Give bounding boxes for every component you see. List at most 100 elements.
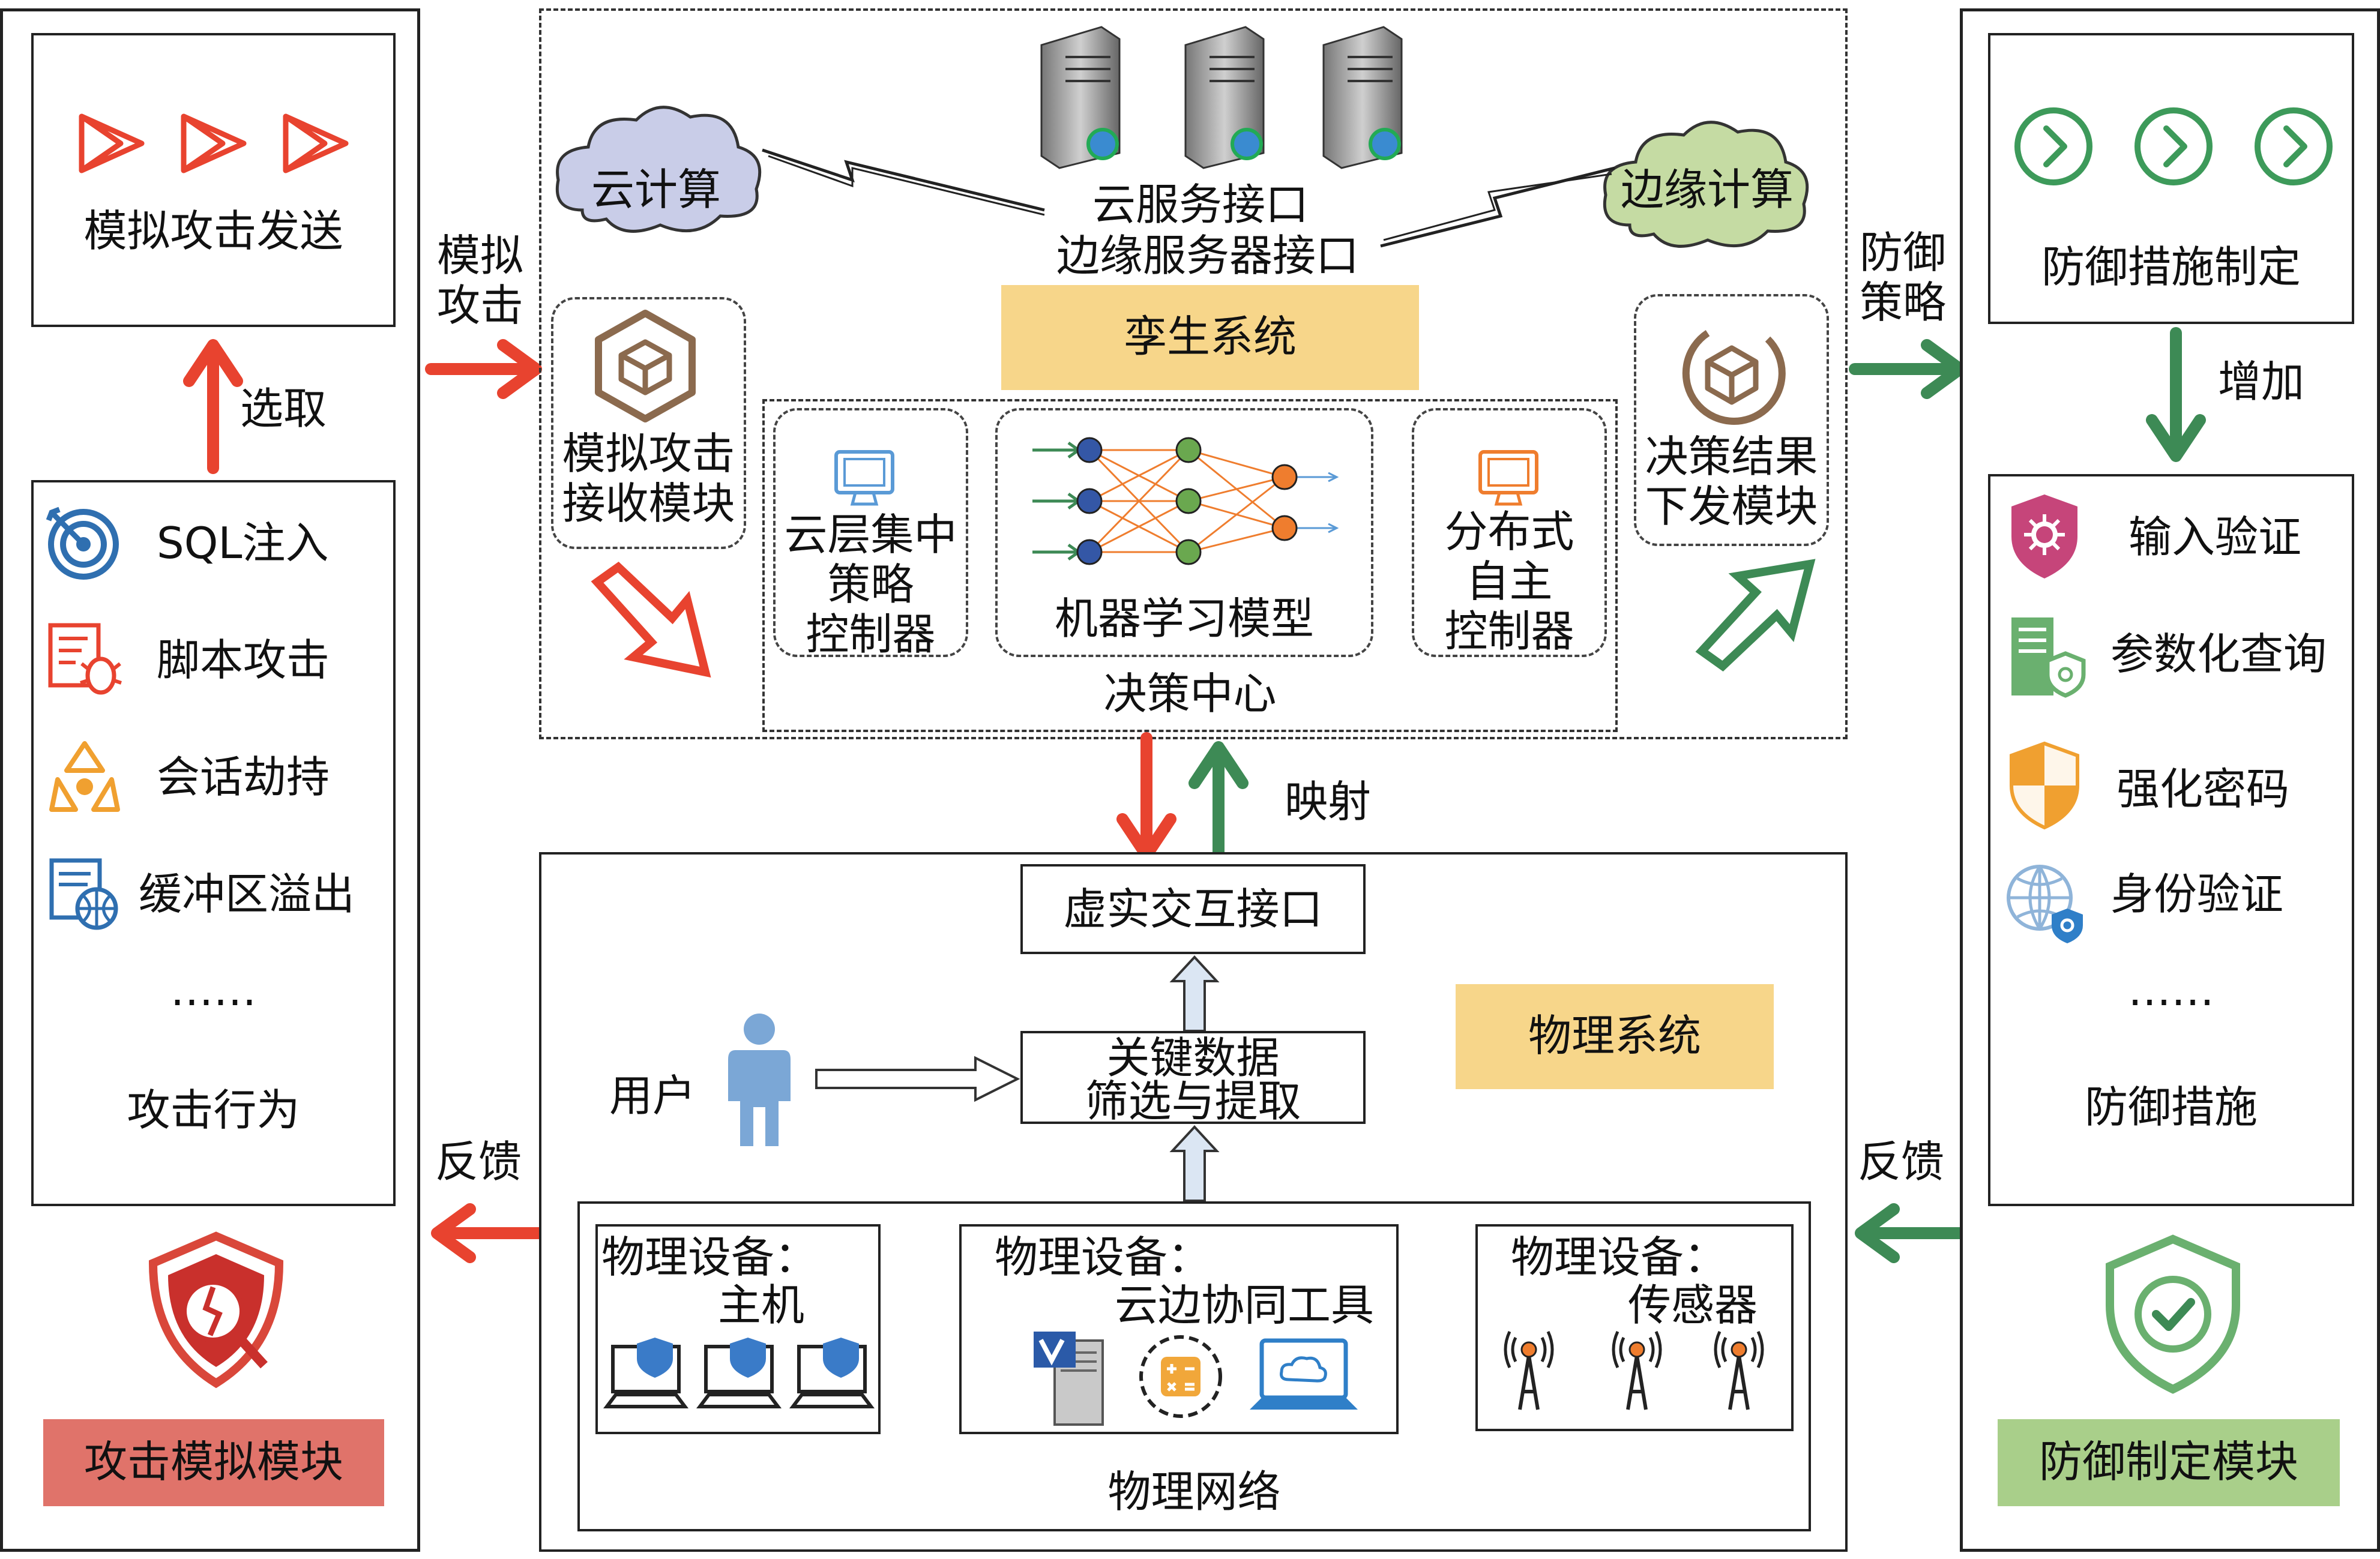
- edge-link-lightning: [1380, 166, 1615, 248]
- cloud-compute-icon: [555, 106, 762, 233]
- device-host-title: 物理设备：: [601, 1232, 818, 1282]
- edge-compute-icon: [1603, 121, 1809, 248]
- measure-strong-password: 强化密码: [2116, 764, 2290, 814]
- user-to-data-arrow: [815, 1056, 1020, 1102]
- decision-center-label: 决策中心: [1103, 668, 1277, 719]
- defense-strategy-text: 防御 策略: [1859, 227, 1946, 328]
- attack-module-label: 攻击模拟模块: [43, 1419, 384, 1506]
- mapping-up-arrow: [1188, 741, 1249, 870]
- decision-center-region: [762, 399, 1618, 732]
- neural-network-icon: [1032, 437, 1339, 565]
- script-bug-icon: [48, 623, 122, 695]
- chevron-circles-icon: [2014, 107, 2333, 185]
- session-hijack-icon: [49, 741, 120, 812]
- data-up-arrow-2: [1169, 1125, 1220, 1202]
- measure-identity-auth: 身份验证: [2110, 869, 2284, 919]
- distributed-controller-text: 分布式 自主 控制器: [1444, 506, 1574, 656]
- defense-measures-box: 输入验证 参数化查询 强化密码 身份验证 …… 防御措施: [1988, 474, 2354, 1206]
- simulate-attack-text: 模拟 攻击: [436, 230, 523, 331]
- simulate-attack-arrow: [425, 339, 542, 399]
- device-sensor-name: 传感器: [1628, 1280, 1758, 1330]
- defense-module-text: 防御制定模块: [2038, 1437, 2298, 1487]
- mapping-label: 映射: [1285, 776, 1372, 827]
- cloud-service-api-label: 云服务接口: [1092, 179, 1309, 230]
- edge-server-api-label: 边缘服务器接口: [1056, 230, 1360, 281]
- issue-module-text: 决策结果 下发模块: [1645, 431, 1818, 532]
- identity-globe-icon: [2007, 865, 2083, 943]
- defense-measures-title: 防御措施: [2084, 1082, 2258, 1132]
- physical-network-label: 物理网络: [1107, 1467, 1281, 1517]
- cloud-compute-label: 云计算: [591, 164, 722, 215]
- attack-behavior-title: 攻击行为: [127, 1085, 300, 1135]
- right-feedback-label: 反馈: [1858, 1137, 1945, 1187]
- increase-label: 增加: [2218, 356, 2305, 407]
- increase-arrow: [2146, 327, 2206, 462]
- attack-behavior-box: SQL注入 脚本攻击 会话劫持 缓冲区溢出 …… 攻击行为: [31, 480, 396, 1206]
- calculator-icon: [1139, 1335, 1222, 1418]
- interface-box: 虚实交互接口: [1020, 864, 1366, 954]
- defense-formulate-box: 防御措施制定: [1988, 33, 2354, 324]
- defense-strategy-arrow: [1849, 339, 1966, 399]
- receive-cube-icon: [595, 310, 696, 422]
- cloud-controller-text: 云层集中 策略 控制器: [784, 509, 957, 659]
- twin-system-label: 孪生系统: [1123, 311, 1297, 362]
- device-host-box: 物理设备： 主机: [595, 1224, 881, 1434]
- sensor-antenna-icons: [1504, 1330, 1764, 1410]
- right-feedback-arrow: [1855, 1203, 1969, 1263]
- edge-compute-label: 边缘计算: [1621, 164, 1794, 215]
- attack-module-text: 攻击模拟模块: [83, 1437, 343, 1487]
- attack-item-session: 会话劫持: [157, 752, 330, 802]
- attack-item-script: 脚本攻击: [157, 635, 330, 685]
- device-tool-box: 物理设备： 云边协同工具: [959, 1224, 1399, 1434]
- twin-system-badge: 孪生系统: [1001, 285, 1419, 390]
- mapping-down-arrow: [1116, 732, 1176, 861]
- green-hollow-arrow: [1695, 559, 1816, 672]
- cloud-link-lightning: [762, 148, 1045, 216]
- password-shield-icon: [2010, 741, 2079, 830]
- device-tool-title: 物理设备：: [995, 1232, 1211, 1282]
- query-server-icon: [2011, 617, 2086, 698]
- play-triangles-icon: [79, 113, 349, 173]
- device-tool-name: 云边协同工具: [1115, 1280, 1375, 1330]
- laptop-cloud-icon: [1250, 1338, 1358, 1410]
- defense-shield-icon: [2106, 1234, 2240, 1394]
- defense-module-bg: [1998, 1419, 2340, 1506]
- receive-module-text: 模拟攻击 接收模块: [562, 428, 735, 529]
- key-data-text: 关键数据 筛选与提取: [1085, 1033, 1301, 1126]
- virus-shield-icon: [2011, 494, 2077, 578]
- server-icons: [1040, 26, 1403, 169]
- left-feedback-arrow: [431, 1203, 545, 1263]
- user-label: 用户: [609, 1071, 696, 1121]
- attack-send-box: 模拟攻击发送: [31, 33, 396, 327]
- measure-input-validation: 输入验证: [2128, 512, 2302, 562]
- device-sensor-box: 物理设备： 传感器: [1475, 1224, 1794, 1431]
- physical-system-badge: 物理系统: [1456, 984, 1774, 1089]
- issue-cube-icon: [1682, 329, 1786, 425]
- defense-strategy-label: 防御 策略: [1852, 228, 1954, 328]
- attack-shield-icon: [148, 1231, 284, 1389]
- ml-model-box: [995, 408, 1373, 657]
- key-data-label: 关键数据 筛选与提取: [1023, 1036, 1363, 1123]
- measure-ellipsis: ……: [2128, 965, 2214, 1015]
- interface-label: 虚实交互接口: [1063, 884, 1323, 934]
- cloud-controller-monitor-icon: [834, 450, 894, 506]
- data-up-arrow-1: [1169, 955, 1220, 1032]
- host-computer-icons: [603, 1338, 875, 1408]
- receive-module-label: 模拟攻击 接收模块: [551, 429, 746, 529]
- cloud-controller-box: [773, 408, 968, 657]
- key-data-box: 关键数据 筛选与提取: [1020, 1031, 1366, 1124]
- ml-model-label: 机器学习模型: [1054, 593, 1314, 644]
- defense-module-label: 防御制定模块: [1998, 1419, 2340, 1506]
- device-host-name: 主机: [718, 1280, 805, 1330]
- twin-system-region: [539, 8, 1848, 739]
- issue-module-label: 决策结果 下发模块: [1634, 432, 1829, 532]
- user-person-icon: [728, 1014, 791, 1146]
- select-label: 选取: [240, 383, 327, 434]
- red-hollow-arrow: [591, 561, 711, 678]
- distributed-controller-box: [1412, 408, 1607, 657]
- distributed-controller-monitor-icon: [1478, 450, 1538, 506]
- device-sensor-title: 物理设备：: [1511, 1232, 1728, 1282]
- target-icon: [46, 506, 119, 580]
- issue-module-box: [1634, 294, 1829, 546]
